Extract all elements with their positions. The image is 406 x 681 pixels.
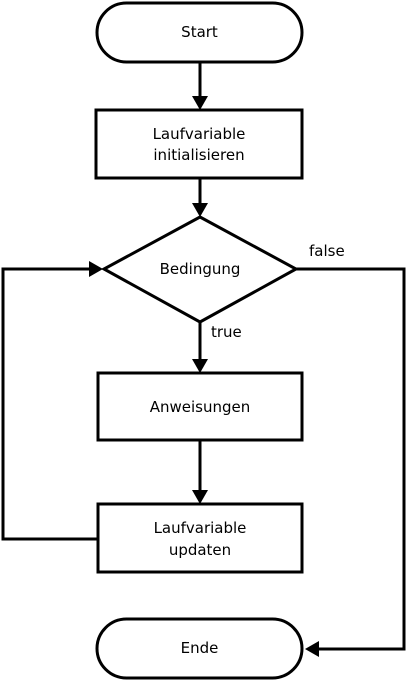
start-terminal: Start	[95, 1, 304, 64]
arrow-false-to-end	[305, 641, 319, 657]
statements-label: Anweisungen	[150, 398, 251, 416]
condition-decision: Bedingung	[100, 215, 300, 324]
condition-label: Bedingung	[160, 260, 241, 278]
edge-condition-false-to-end	[296, 267, 406, 651]
false-branch-label: false	[309, 242, 345, 260]
true-branch-label: true	[211, 323, 242, 341]
arrow-condition-to-statements	[192, 359, 208, 373]
end-terminal: Ende	[95, 617, 304, 680]
init-label-line1: Laufvariable	[153, 125, 246, 143]
connectors	[1, 62, 406, 657]
start-label: Start	[181, 23, 218, 41]
arrow-init-to-condition	[192, 203, 208, 217]
arrow-loop-back-to-condition	[89, 261, 103, 277]
init-process-box: Laufvariable initialisieren	[94, 108, 304, 180]
update-label-line2: updaten	[169, 541, 231, 559]
update-process-box: Laufvariable updaten	[96, 502, 304, 574]
arrow-start-to-init	[192, 96, 208, 110]
end-label: Ende	[181, 639, 219, 657]
update-label-line1: Laufvariable	[154, 519, 247, 537]
arrow-statements-to-update	[192, 490, 208, 504]
statements-process-box: Anweisungen	[96, 371, 304, 442]
edge-update-loop-back	[1, 267, 98, 541]
init-label-line2: initialisieren	[153, 146, 244, 164]
